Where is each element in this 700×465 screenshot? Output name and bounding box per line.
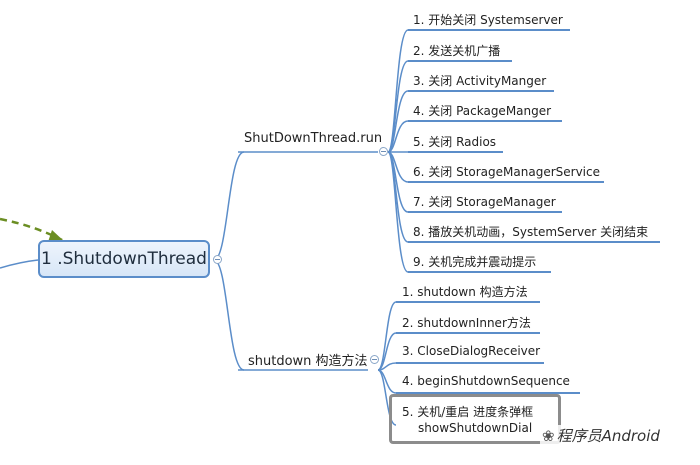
watermark: ❀程序员Android [540, 425, 662, 446]
collapse-toggle-icon[interactable] [370, 355, 379, 364]
branch-2-connectors [377, 301, 397, 426]
branch-2-leaf-underlines [396, 301, 580, 394]
branch-node-shutdown-constructor[interactable]: shutdown 构造方法 [248, 354, 368, 369]
wechat-icon: ❀ [542, 427, 555, 445]
leaf-node-continuation[interactable]: showShutdownDial [418, 421, 533, 435]
leaf-node[interactable]: 5. 关闭 Radios [413, 135, 497, 149]
collapse-toggle-icon[interactable] [379, 147, 388, 156]
branch-node-shutdownthread-run[interactable]: ShutDownThread.run [244, 131, 383, 146]
leaf-node[interactable]: 3. CloseDialogReceiver [402, 344, 541, 358]
highlight-box [389, 394, 561, 444]
watermark-text: 程序员Android [556, 427, 660, 445]
leaf-node[interactable]: 8. 播放关机动画，SystemServer 关闭结束 [413, 225, 649, 239]
leaf-node[interactable]: 4. 关闭 PackageManger [413, 104, 552, 118]
branch-1-connectors [387, 29, 409, 273]
leaf-node[interactable]: 5. 关机/重启 进度条弹框 [402, 405, 534, 419]
leaf-node[interactable]: 7. 关闭 StorageManager [413, 195, 556, 209]
leaf-node[interactable]: 1. shutdown 构造方法 [402, 285, 528, 299]
collapse-toggle-icon[interactable] [213, 255, 222, 264]
leaf-node[interactable]: 9. 关机完成并震动提示 [413, 255, 537, 269]
arrow-head [48, 230, 66, 243]
leaf-node[interactable]: 1. 开始关闭 Systemserver [413, 13, 563, 27]
leaf-node[interactable]: 4. beginShutdownSequence [402, 374, 570, 388]
leaf-node[interactable]: 3. 关闭 ActivityManger [413, 74, 547, 88]
branch-1-leaf-underlines [408, 29, 660, 273]
leaf-node[interactable]: 2. 发送关机广播 [413, 44, 501, 58]
incoming-dashed-arrow [0, 217, 63, 242]
leaf-node[interactable]: 2. shutdownInner方法 [402, 316, 531, 330]
incoming-line [0, 259, 39, 269]
root-node[interactable]: 1 .ShutdownThread [38, 240, 210, 278]
leaf-node[interactable]: 6. 关闭 StorageManagerService [413, 165, 600, 179]
root-to-branch-2 [213, 259, 245, 371]
root-to-branch-1 [213, 151, 245, 261]
